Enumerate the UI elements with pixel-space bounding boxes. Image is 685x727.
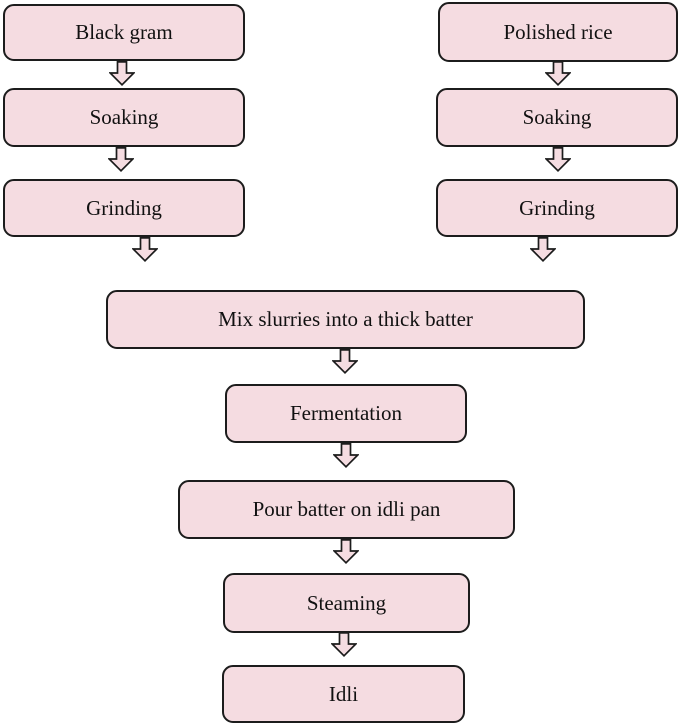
node-label: Soaking (89, 105, 159, 129)
node-label: Soaking (522, 105, 592, 129)
node-label: Polished rice (503, 19, 613, 44)
node-label: Mix slurries into a thick batter (218, 307, 473, 331)
node-fermentation: Fermentation (225, 384, 467, 443)
down-arrow-icon (545, 61, 571, 86)
node-label: Black gram (75, 20, 173, 44)
node-grinding-right: Grinding (436, 179, 678, 237)
down-arrow-icon (109, 61, 135, 86)
down-arrow-icon (333, 443, 359, 468)
node-soaking-right: Soaking (436, 88, 678, 147)
down-arrow-icon (108, 147, 134, 172)
node-steaming: Steaming (223, 573, 470, 633)
node-label: Idli (328, 681, 359, 706)
node-label: Steaming (306, 590, 387, 615)
down-arrow-icon (331, 632, 357, 657)
down-arrow-icon (132, 237, 158, 262)
node-polished-rice: Polished rice (438, 2, 678, 62)
node-black-gram: Black gram (3, 4, 245, 61)
node-label: Pour batter on idli pan (252, 497, 441, 521)
node-label: Fermentation (290, 401, 402, 425)
down-arrow-icon (530, 237, 556, 262)
node-soaking-left: Soaking (3, 88, 245, 147)
down-arrow-icon (332, 349, 358, 374)
node-label: Grinding (86, 195, 162, 220)
node-mix-batter: Mix slurries into a thick batter (106, 290, 585, 349)
down-arrow-icon (545, 147, 571, 172)
node-idli: Idli (222, 665, 465, 723)
node-pour-batter: Pour batter on idli pan (178, 480, 515, 539)
node-label: Grinding (519, 195, 595, 220)
node-grinding-left: Grinding (3, 179, 245, 237)
down-arrow-icon (333, 539, 359, 564)
